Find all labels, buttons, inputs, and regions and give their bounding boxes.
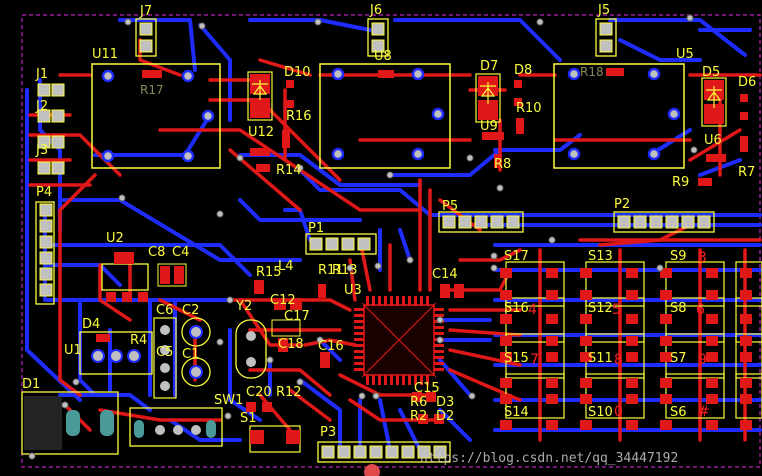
label-s16: S16: [504, 301, 529, 316]
label-p5: P5: [442, 199, 458, 214]
label-d2: D2: [436, 409, 454, 424]
label-r4: R4: [130, 333, 147, 348]
key-legend-4: 4: [528, 302, 537, 318]
label-s10: S10: [588, 405, 613, 420]
label-c2: C2: [182, 303, 199, 318]
label-c5: C5: [156, 345, 173, 360]
label-p1: P1: [308, 221, 324, 236]
label-u11: U11: [92, 47, 118, 62]
label-u2: U2: [106, 231, 124, 246]
header-pads[interactable]: [37, 22, 711, 459]
label-s17: S17: [504, 249, 529, 264]
label-p4: P4: [36, 185, 52, 200]
label-r6: R6: [410, 395, 427, 410]
label-s12: S12: [588, 301, 613, 316]
label-s7: S7: [670, 351, 687, 366]
power-section[interactable]: [21, 252, 223, 455]
label-d10: D10: [284, 65, 311, 80]
label-d6: D6: [738, 75, 756, 90]
smd-resistors[interactable]: [142, 68, 748, 186]
key-legend-5: 5: [612, 302, 621, 318]
label-d8: D8: [514, 63, 532, 78]
label-p2: P2: [614, 197, 630, 212]
label-d3: D3: [436, 395, 454, 410]
label-j2: J2: [35, 99, 48, 114]
label-r12: R12: [276, 385, 302, 400]
label-c8: C8: [148, 245, 165, 260]
label-j1: J1: [35, 67, 48, 82]
label-d1: D1: [22, 377, 40, 392]
label-r8: R8: [494, 157, 511, 172]
label-r16: R16: [286, 109, 312, 124]
label-c4: C4: [172, 245, 189, 260]
relay-pads[interactable]: [101, 67, 681, 163]
label-s8: S8: [670, 301, 687, 316]
label-j3: J3: [35, 143, 48, 158]
label-j7: J7: [139, 4, 152, 19]
label-s6: S6: [670, 405, 687, 420]
label-u1: U1: [64, 343, 82, 358]
label-s13: S13: [588, 249, 613, 264]
label-c6: C6: [156, 303, 173, 318]
label-sw1: SW1: [214, 393, 243, 408]
label-r13: R13: [332, 263, 358, 278]
label-d4: D4: [82, 317, 100, 332]
key-legend-hash: #: [698, 404, 710, 420]
label-s1: S1: [240, 411, 257, 426]
label-u3: U3: [344, 283, 362, 298]
label-c15: C15: [414, 381, 440, 396]
label-j5: J5: [597, 3, 610, 18]
label-u6: U6: [704, 133, 722, 148]
label-c18: C18: [278, 337, 304, 352]
label-s14: S14: [504, 405, 529, 420]
label-r9: R9: [672, 175, 689, 190]
top-layer-traces: [28, 38, 762, 442]
label-u9: U9: [480, 119, 498, 134]
key-legend-3: 3: [698, 250, 707, 266]
designator-labels: J7 J6 J5 J1 J2 J3 P4 U11 U8 U5 U12 U9 U6…: [22, 3, 756, 440]
key-legend-7: 7: [530, 352, 539, 368]
key-legend-9: 9: [698, 352, 707, 368]
label-r7: R7: [738, 165, 755, 180]
label-c1: C1: [182, 347, 199, 362]
label-c14: C14: [432, 267, 458, 282]
label-r14: R14: [276, 163, 302, 178]
crystal-and-caps[interactable]: [235, 280, 464, 453]
label-r15: R15: [256, 265, 282, 280]
label-u8: U8: [374, 49, 392, 64]
record-icon: [364, 464, 380, 476]
label-p3: P3: [320, 425, 336, 440]
label-l4: L4: [278, 259, 294, 274]
label-u5: U5: [676, 47, 694, 62]
label-u12: U12: [248, 125, 274, 140]
label-r2: R2: [410, 409, 427, 424]
diode-symbols: [247, 71, 727, 127]
label-c12: C12: [270, 293, 296, 308]
relay-outlines: [91, 63, 685, 169]
label-s15: S15: [504, 351, 529, 366]
label-r10: R10: [516, 101, 542, 116]
keypad-switch-footprints[interactable]: [500, 261, 762, 430]
label-c20: C20: [246, 385, 272, 400]
label-r11: R11: [318, 263, 344, 278]
connector-outlines: [35, 18, 715, 463]
key-legend-6: 6: [696, 302, 705, 318]
watermark-text: https://blog.csdn.net/qq_34447192: [420, 451, 678, 466]
label-s9: S9: [670, 249, 687, 264]
label-r17: R17: [140, 83, 164, 97]
label-d5: D5: [702, 65, 720, 80]
key-legend-0: 0: [614, 404, 623, 420]
label-y2: Y2: [235, 299, 252, 314]
key-legends: 3 4 5 6 7 8 9 0 #: [528, 250, 710, 420]
label-j6: J6: [369, 3, 382, 18]
key-legend-8: 8: [614, 352, 623, 368]
label-d7: D7: [480, 59, 498, 74]
label-s11: S11: [588, 351, 613, 366]
label-c17: C17: [284, 309, 310, 324]
mcu-u3-package[interactable]: [354, 296, 444, 385]
label-r18: R18: [580, 65, 604, 79]
vias: [28, 14, 698, 460]
label-c16: C16: [318, 339, 344, 354]
